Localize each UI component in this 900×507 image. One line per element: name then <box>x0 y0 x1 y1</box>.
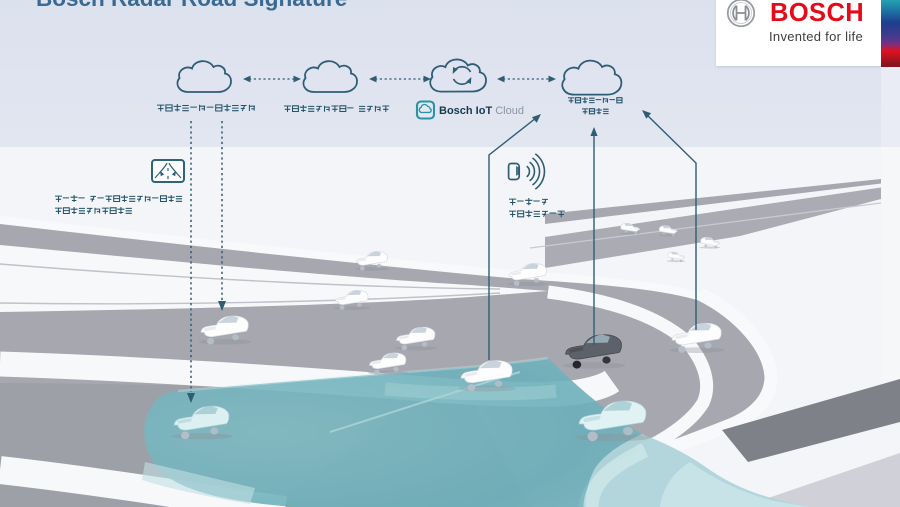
svg-text:Bosch IoT Cloud: Bosch IoT Cloud <box>439 105 524 117</box>
